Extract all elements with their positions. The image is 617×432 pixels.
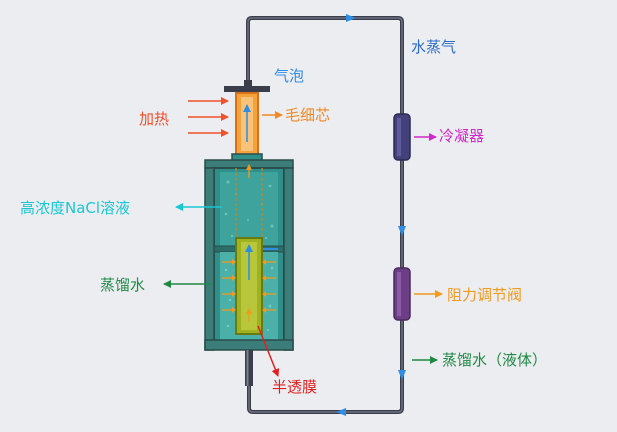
flow-arrow-right-lower: [398, 370, 406, 380]
flow-arrow-right-upper: [398, 226, 406, 236]
label-distilled-water-liquid: 蒸馏水（液体）: [442, 351, 548, 369]
label-bubble: 气泡: [274, 67, 305, 85]
flow-arrows: [336, 14, 406, 416]
label-heating: 加热: [139, 110, 170, 128]
capillary-wick: [235, 92, 259, 156]
condenser: [393, 113, 411, 161]
osmosis-arrows: [222, 164, 276, 322]
label-valve: 阻力调节阀: [447, 286, 523, 304]
bottom-outlet: [245, 350, 253, 386]
label-water-vapor: 水蒸气: [411, 38, 457, 56]
membrane-arrow: [257, 325, 280, 377]
flow-arrow-bottom: [336, 408, 346, 416]
callouts: [163, 97, 443, 377]
flow-arrow-top: [346, 14, 356, 22]
label-distilled-water: 蒸馏水: [100, 276, 146, 294]
top-flange: [224, 80, 270, 92]
loop-pipe: [246, 16, 404, 414]
label-membrane: 半透膜: [272, 378, 318, 396]
label-capillary: 毛细芯: [285, 106, 331, 124]
label-nacl-solution: 高浓度NaCl溶液: [20, 199, 131, 217]
resistance-valve: [393, 267, 411, 321]
label-condenser: 冷凝器: [439, 127, 485, 145]
